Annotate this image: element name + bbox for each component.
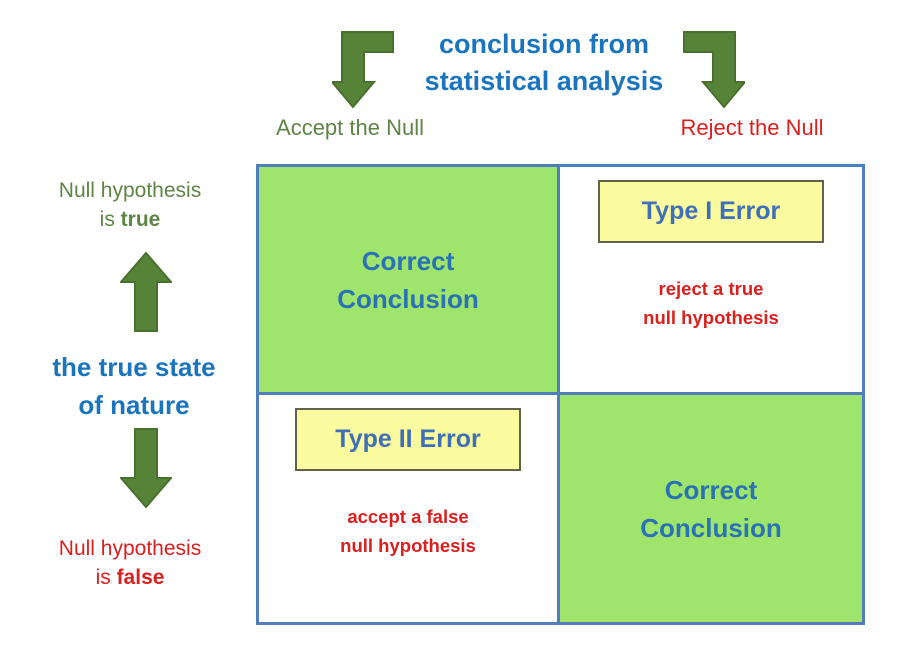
row-label-null-false: Null hypothesis is false — [35, 534, 225, 592]
type1-error-description: reject a true null hypothesis — [643, 278, 779, 328]
down-arrow-icon — [120, 428, 172, 508]
row-label-null-true: Null hypothesis is true — [35, 176, 225, 234]
row-label-null-false-line1: Null hypothesis — [58, 537, 202, 560]
up-arrow-icon — [120, 252, 172, 332]
row-label-null-true-line1: Null hypothesis — [58, 179, 202, 202]
axis-title-line1: the true state — [52, 352, 216, 382]
cell-accept-true-correct: Correct Conclusion — [259, 167, 560, 395]
cell-reject-true-type1: Type I Error reject a true null hypothes… — [560, 167, 862, 395]
correct-conclusion-label: Correct Conclusion — [640, 474, 782, 543]
page-title-line2: statistical analysis — [424, 66, 664, 96]
axis-title-line2: of nature — [78, 390, 190, 420]
column-label-accept-null: Accept the Null — [276, 115, 424, 140]
type2-error-description: accept a false null hypothesis — [340, 506, 476, 556]
cell-reject-false-correct: Correct Conclusion — [560, 395, 862, 622]
type1-error-label: Type I Error — [641, 197, 781, 225]
type2-error-label: Type II Error — [335, 425, 481, 453]
page-title: conclusion from statistical analysis — [394, 26, 694, 100]
bent-arrow-down-left-icon — [332, 31, 394, 109]
decision-matrix: Correct Conclusion Type I Error reject a… — [256, 164, 865, 625]
type1-error-box: Type I Error — [598, 180, 824, 243]
page-title-line1: conclusion from — [438, 29, 649, 59]
correct-conclusion-label: Correct Conclusion — [337, 245, 479, 314]
type2-error-box: Type II Error — [295, 408, 521, 471]
axis-title-true-state-of-nature: the true state of nature — [28, 348, 240, 424]
row-label-null-false-line2: is false — [95, 566, 165, 589]
bent-arrow-down-right-icon — [683, 31, 745, 109]
row-label-null-true-line2: is true — [99, 208, 161, 231]
cell-accept-false-type2: Type II Error accept a false null hypoth… — [259, 395, 560, 622]
column-label-reject-null: Reject the Null — [680, 115, 824, 140]
